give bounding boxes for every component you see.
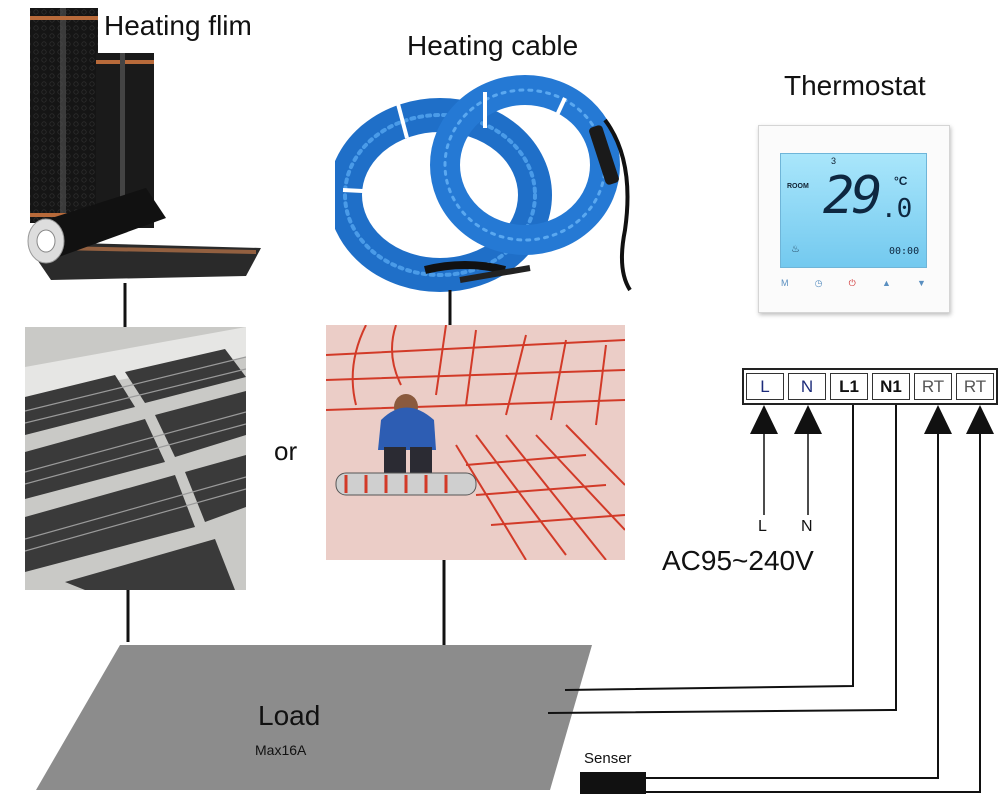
down-button[interactable]: ▼ [917, 278, 926, 288]
thermostat-title: Thermostat [784, 70, 926, 101]
n1-wire [547, 400, 897, 714]
up-button[interactable]: ▲ [881, 278, 891, 288]
clock-readout: 00:00 [889, 246, 920, 257]
supply-l-label: L [758, 518, 767, 535]
heating-film-rolls-image [27, 8, 261, 280]
sensor-label: Senser [584, 750, 632, 767]
terminal-rt-2: RT [956, 373, 994, 400]
sensor-rt1-wire [644, 432, 939, 779]
sensor-body [580, 772, 646, 794]
room-mode-label: ROOM [787, 183, 809, 190]
or-label: or [274, 436, 298, 466]
heating-cable-coils-image [335, 75, 632, 292]
flame-icon: ♨ [791, 244, 800, 255]
l-arrow-icon [750, 405, 778, 434]
load-block [36, 645, 592, 790]
temperature-decimal: .0 [881, 194, 913, 224]
terminal-n1: N1 [872, 373, 910, 400]
terminal-l1: L1 [830, 373, 868, 400]
temperature-reading: 29 [823, 166, 883, 226]
installed-cable-photo [326, 325, 625, 560]
heating-cable-title: Heating cable [407, 30, 579, 61]
clock-button[interactable]: ◷ [814, 278, 823, 288]
program-indicator: 3 [831, 156, 837, 166]
rt1-arrow-icon [924, 405, 952, 434]
menu-button[interactable]: M [781, 278, 789, 288]
sensor-rt2-wire [644, 432, 981, 793]
celsius-unit: °C [894, 174, 908, 188]
n-arrow-icon [794, 405, 822, 434]
thermostat-screen: 3 ROOM 29 .0 °C ♨ 00:00 [780, 153, 927, 268]
installed-film-photo [25, 327, 246, 590]
thermostat-device: 3 ROOM 29 .0 °C ♨ 00:00 M ◷ ⏻ ▲ ▼ [758, 125, 950, 313]
rt2-arrow-icon [966, 405, 994, 434]
load-title: Load [258, 700, 321, 731]
load-rating: Max16A [255, 742, 307, 758]
terminal-block: L N L1 N1 RT RT [742, 368, 998, 405]
terminal-rt-1: RT [914, 373, 952, 400]
terminal-n: N [788, 373, 826, 400]
supply-n-label: N [801, 518, 813, 535]
terminal-l: L [746, 373, 784, 400]
thermostat-buttons: M ◷ ⏻ ▲ ▼ [781, 278, 926, 289]
heating-film-title: Heating flim [104, 10, 252, 41]
power-button[interactable]: ⏻ [848, 278, 856, 288]
l1-wire [564, 400, 854, 691]
supply-voltage-label: AC95~240V [662, 545, 814, 576]
